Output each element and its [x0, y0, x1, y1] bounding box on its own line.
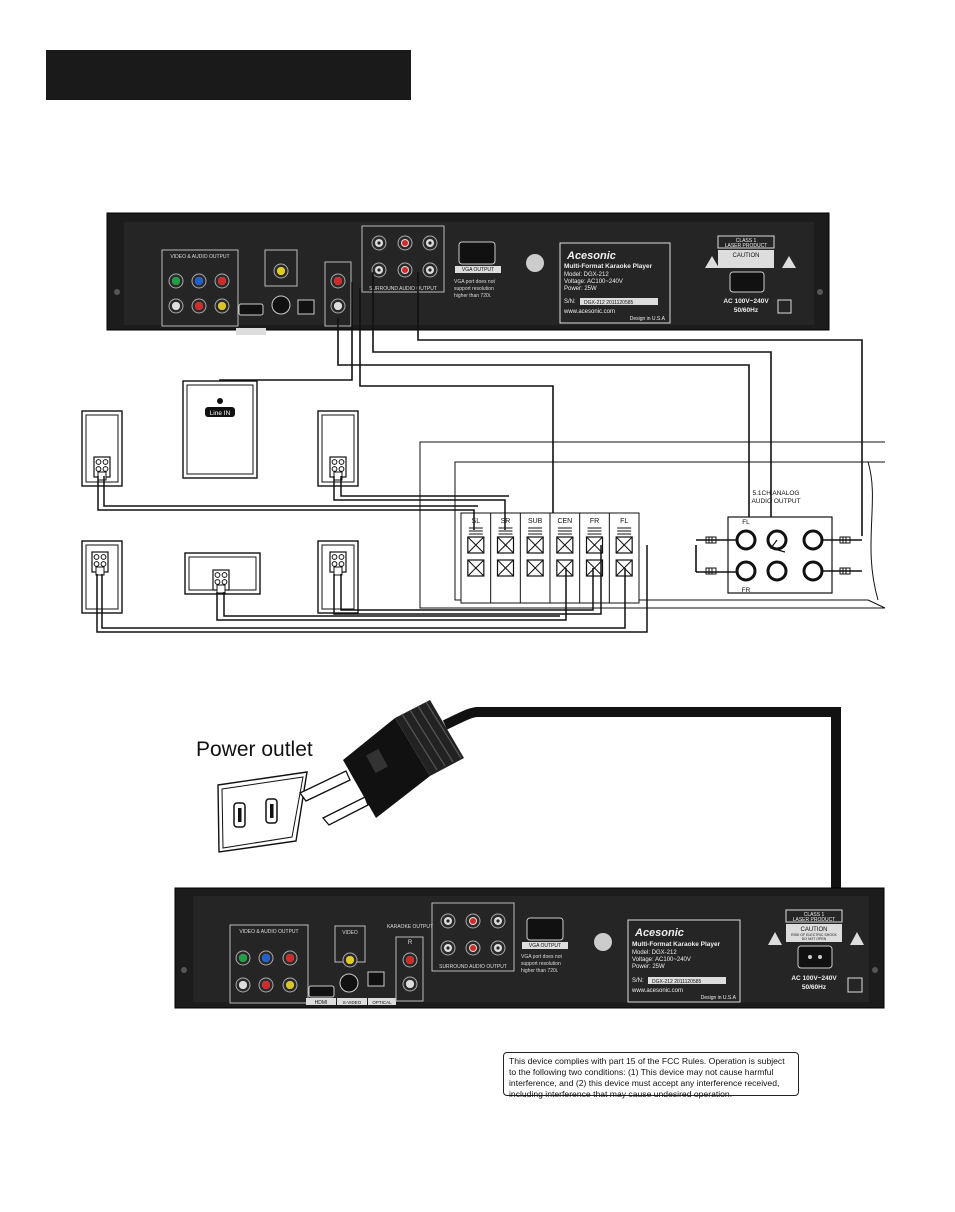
brand-logo-bottom: Acesonic — [634, 927, 684, 939]
brand-logo: Acesonic — [566, 250, 616, 262]
vga-output-label: VGA OUTPUT — [462, 267, 494, 273]
ac-voltage-label: AC 100V~240V — [723, 298, 769, 305]
line-in-jack-icon — [217, 398, 223, 404]
fl-output-label: FL — [742, 519, 750, 526]
website: www.acesonic.com — [563, 309, 615, 315]
power-spec-bottom: Power: 25W — [632, 964, 665, 970]
power-plug — [299, 700, 479, 826]
karaoke-r-label: R — [408, 940, 413, 946]
title-bar — [46, 50, 411, 100]
audio-cables — [219, 272, 863, 572]
frequency-label-bottom: 50/60Hz — [802, 984, 827, 991]
line-in-label: Line IN — [210, 410, 231, 417]
front-left-speaker — [81, 410, 123, 487]
voltage-spec: Voltage: AC100~240V — [564, 279, 623, 285]
model-title-bottom: Multi-Format Karaoke Player — [632, 941, 721, 948]
vga-note-bottom-2: support resolution — [521, 961, 561, 967]
sn-label-bottom: S/N: — [632, 978, 644, 984]
power-outlet-label: Power outlet — [196, 738, 313, 761]
shock-warning-icon-bottom — [768, 932, 782, 945]
surround-output-label: SURROUND AUDIO OUTPUT — [369, 286, 437, 292]
optical-label: OPTICAL — [372, 1000, 392, 1005]
power-outlet-plate — [217, 771, 308, 853]
laser-product-label-bottom: LASER PRODUCT — [793, 917, 836, 923]
warning-icon-bottom — [850, 932, 864, 945]
class1-label: CLASS 1 — [736, 238, 757, 244]
front-right-speaker — [317, 410, 359, 487]
sn-value-bottom: DGX-212 2011120585 — [652, 979, 702, 985]
power-spec: Power: 25W — [564, 286, 597, 292]
vga-note-line-2: support resolution — [454, 286, 494, 292]
speaker-wires — [96, 476, 648, 633]
design-note: Design in U.S.A — [630, 316, 666, 322]
caution-label: CAUTION — [733, 253, 760, 259]
subwoofer: Line IN — [182, 380, 258, 479]
shock-warning-icon — [705, 256, 719, 268]
terminal-label: SL — [472, 518, 481, 525]
ac-inlet — [797, 945, 833, 969]
frequency-label: 50/60Hz — [734, 307, 759, 314]
analog-output-label-2: AUDIO OUTPUT — [751, 498, 800, 505]
svideo-label: S-VIDEO — [343, 1000, 362, 1005]
sn-label: S/N: — [564, 299, 576, 305]
terminal-label: SUB — [528, 518, 543, 525]
terminal-fl: FL — [608, 513, 633, 603]
rear-right-speaker — [317, 540, 359, 614]
analog-output-panel: 5.1CH ANALOG AUDIO OUTPUT FL FR — [696, 490, 862, 594]
fr-output-label: FR — [742, 587, 751, 594]
laser-product-label: LASER PRODUCT — [725, 243, 768, 249]
sn-value: DGX-212 2011120585 — [584, 300, 634, 306]
center-speaker — [184, 552, 261, 595]
website-bottom: www.acesonic.com — [631, 988, 683, 994]
vga-output-label-bottom: VGA OUTPUT — [529, 943, 561, 949]
vga-note-bottom-1: VGA port does not — [521, 954, 562, 960]
design-note-bottom: Design in U.S.A — [701, 995, 737, 1001]
warning-icon — [782, 256, 796, 268]
caution-label-bottom: CAUTION — [801, 927, 828, 933]
model-number-bottom: Model: DGX-212 — [632, 950, 677, 956]
video-label-bottom: VIDEO — [342, 930, 358, 936]
terminal-fr: FR — [579, 513, 604, 603]
video-audio-output-label-bottom: VIDEO & AUDIO OUTPUT — [239, 929, 298, 935]
vga-note-line-3: higher than 720i. — [454, 293, 491, 299]
karaoke-output-label: KARAOKE OUTPUT — [387, 924, 433, 930]
model-number: Model: DGX-212 — [564, 272, 609, 278]
power-section — [217, 700, 841, 893]
power-cord — [476, 707, 841, 893]
vga-note-line-1: VGA port does not — [454, 279, 495, 285]
ac-voltage-label-bottom: AC 100V~240V — [791, 975, 837, 982]
power-switch — [847, 977, 863, 993]
hdmi-label: HDMI — [315, 1000, 328, 1006]
model-title: Multi-Format Karaoke Player — [564, 263, 653, 270]
surround-output-label-bottom: SURROUND AUDIO OUTPUT — [439, 964, 507, 970]
terminal-sl: SL — [467, 518, 485, 577]
terminal-cen: CEN — [549, 513, 574, 603]
player-rear-panel-bottom: VIDEO & AUDIO OUTPUT HDMI VIDEO S-VIDEO … — [174, 887, 885, 1009]
caution-note-1: RISK OF ELECTRIC SHOCK — [791, 933, 837, 937]
player-rear-panel-top: VIDEO & AUDIO OUTPUT SURROUND AUDIO OUTP… — [106, 212, 830, 335]
voltage-spec-bottom: Voltage: AC100~240V — [632, 957, 691, 963]
speakers: Line IN — [81, 380, 359, 614]
terminal-label: FR — [590, 518, 599, 525]
analog-output-label-1: 5.1CH ANALOG — [753, 490, 800, 497]
terminal-sub: SUB — [519, 513, 544, 603]
fcc-notice: This device complies with part 15 of the… — [503, 1052, 799, 1099]
vga-note-bottom-3: higher than 720i. — [521, 968, 558, 974]
class1-label-bottom: CLASS 1 — [804, 912, 825, 918]
terminal-label: FL — [620, 518, 628, 525]
caution-note-2: DO NOT OPEN — [802, 937, 827, 941]
video-audio-output-label: VIDEO & AUDIO OUTPUT — [170, 254, 229, 260]
terminal-label: CEN — [557, 518, 572, 525]
